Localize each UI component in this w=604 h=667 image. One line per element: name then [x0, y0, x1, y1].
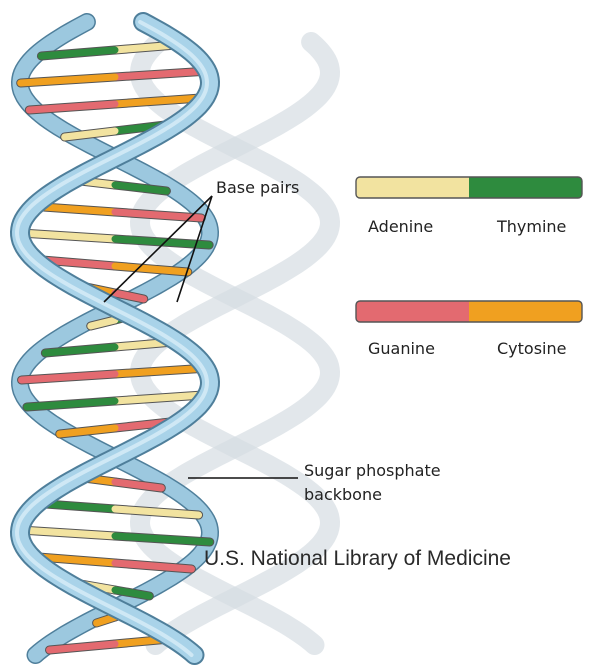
base-pair	[31, 503, 198, 515]
backbone-label-line2: backbone	[304, 485, 382, 504]
base-pair	[21, 71, 210, 83]
legend-label-adenine: Adenine	[368, 217, 433, 236]
legend-bar-guanine-cytosine	[356, 301, 582, 322]
base-pairs-label: Base pairs	[216, 178, 299, 197]
base-pair	[21, 233, 209, 245]
base-pair	[22, 368, 209, 380]
legend-label-guanine: Guanine	[368, 339, 435, 358]
legend-bar-adenine-thymine	[356, 177, 582, 198]
legend-adenine-thymine: Adenine Thymine	[356, 177, 582, 236]
base-pair	[29, 206, 201, 218]
base-pair	[20, 530, 210, 542]
backbone-label-line1: Sugar phosphate	[304, 461, 441, 480]
credit-text: U.S. National Library of Medicine	[204, 547, 511, 570]
legend-guanine-cytosine: Guanine Cytosine	[356, 301, 582, 358]
legend-label-thymine: Thymine	[496, 217, 566, 236]
legend-label-cytosine: Cytosine	[497, 339, 566, 358]
